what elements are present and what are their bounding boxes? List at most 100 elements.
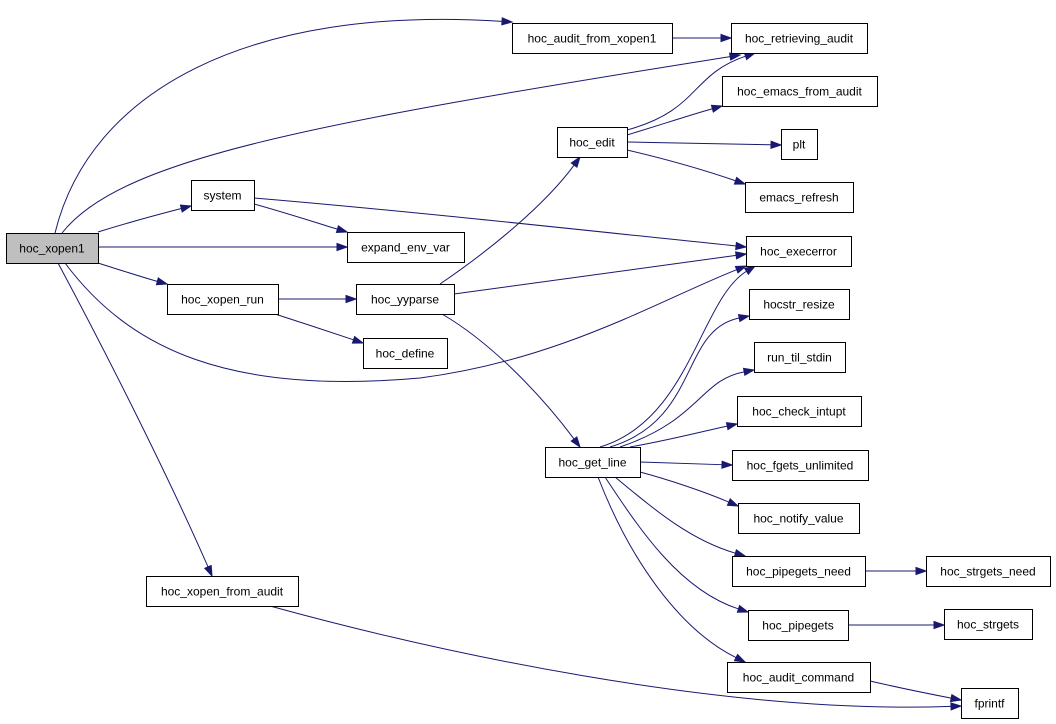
edge-line — [626, 108, 713, 136]
node-label: hoc_emacs_from_audit — [737, 85, 862, 99]
edge-hoc_xopen_run-to-hoc_yyparse — [278, 294, 358, 304]
node-label: emacs_refresh — [759, 191, 838, 205]
arrowhead — [733, 653, 747, 663]
edge-hoc_edit-to-emacs_refresh — [626, 149, 747, 185]
node-hoc-notify-value[interactable]: hoc_notify_value — [738, 503, 860, 534]
arrowhead — [950, 702, 963, 711]
edge-hoc_get_line-to-hocstr_resize — [609, 313, 751, 448]
node-label: hoc_yyparse — [371, 293, 439, 307]
node-box — [557, 127, 628, 158]
node-hoc-edit[interactable]: hoc_edit — [557, 127, 628, 158]
arrowhead — [720, 33, 733, 43]
node-plt[interactable]: plt — [781, 129, 818, 160]
edge-hoc_get_line-to-hoc_execerror — [599, 265, 757, 448]
edge-hoc_xopen1-to-hoc_xopen_from_audit — [57, 262, 213, 578]
edge-line — [61, 56, 731, 234]
edge-line — [629, 425, 728, 448]
edge-hoc_xopen1-to-hoc_retrieving_audit — [61, 52, 742, 234]
edge-line — [626, 55, 746, 131]
node-hoc-define[interactable]: hoc_define — [363, 338, 448, 369]
edge-line — [97, 208, 182, 233]
edge-hoc_yyparse-to-hoc_get_line — [441, 313, 581, 449]
node-hoc-xopen-run[interactable]: hoc_xopen_run — [167, 284, 279, 315]
node-hoc-audit-command[interactable]: hoc_audit_command — [727, 662, 871, 693]
node-label: hoc_define — [376, 347, 435, 361]
node-box — [748, 610, 849, 641]
node-label: hoc_fgets_unlimited — [747, 459, 854, 473]
node-label: hoc_xopen_run — [181, 293, 264, 307]
arrowhead — [737, 313, 751, 323]
node-emacs-refresh[interactable]: emacs_refresh — [745, 182, 854, 213]
edge-hoc_get_line-to-hoc_check_intupt — [629, 422, 739, 448]
arrowhead — [735, 251, 748, 260]
node-box — [727, 662, 871, 693]
edge-line — [441, 313, 575, 440]
edge-hoc_xopen1-to-hoc_audit_from_xopen1 — [54, 17, 514, 234]
node-hoc-xopen-from-audit[interactable]: hoc_xopen_from_audit — [146, 576, 299, 607]
edge-line — [639, 471, 729, 503]
node-box — [745, 182, 854, 213]
edge-line — [597, 476, 737, 659]
node-hoc-fgets-unlimited[interactable]: hoc_fgets_unlimited — [732, 450, 869, 481]
node-hoc-emacs-from-audit[interactable]: hoc_emacs_from_audit — [722, 76, 878, 107]
node-box — [191, 180, 255, 211]
arrowhead — [743, 265, 757, 276]
arrowhead — [710, 104, 724, 113]
node-label: hoc_retrieving_audit — [745, 32, 854, 46]
node-hoc-retrieving-audit[interactable]: hoc_retrieving_audit — [731, 23, 868, 54]
node-hoc-pipegets[interactable]: hoc_pipegets — [748, 610, 849, 641]
node-box — [944, 609, 1033, 640]
arrowhead — [203, 564, 213, 578]
edge-hoc_edit-to-plt — [626, 140, 783, 149]
node-label: hoc_edit — [569, 136, 615, 150]
node-label: expand_env_var — [361, 241, 450, 255]
node-box — [722, 76, 878, 107]
node-expand-env-var[interactable]: expand_env_var — [347, 232, 465, 263]
edge-hoc_get_line-to-run_til_stdin — [619, 367, 756, 448]
edge-line — [54, 18, 503, 234]
node-box — [737, 396, 862, 427]
node-label: hocstr_resize — [763, 298, 835, 312]
node-system[interactable]: system — [191, 180, 255, 211]
edge-hoc_edit-to-hoc_emacs_from_audit — [626, 104, 724, 136]
edge-system-to-hoc_execerror — [253, 197, 748, 251]
node-fprintf[interactable]: fprintf — [961, 688, 1019, 719]
edge-line — [639, 461, 723, 466]
edge-line — [869, 680, 952, 699]
node-hoc-audit-from-xopen1[interactable]: hoc_audit_from_xopen1 — [512, 23, 673, 54]
node-hoc-check-intupt[interactable]: hoc_check_intupt — [737, 396, 862, 427]
node-hoc-xopen1[interactable]: hoc_xopen1 — [6, 233, 99, 264]
edge-line — [57, 262, 209, 568]
arrowhead — [728, 52, 742, 61]
node-hoc-yyparse[interactable]: hoc_yyparse — [356, 284, 455, 315]
node-hoc-get-line[interactable]: hoc_get_line — [545, 447, 641, 478]
node-hoc-execerror[interactable]: hoc_execerror — [746, 236, 852, 267]
node-label: hoc_execerror — [760, 245, 837, 259]
node-hoc-pipegets-need[interactable]: hoc_pipegets_need — [732, 556, 866, 587]
node-box — [363, 338, 448, 369]
node-run-til-stdin[interactable]: run_til_stdin — [754, 342, 846, 373]
edge-line — [453, 254, 737, 295]
arrowhead — [770, 140, 783, 149]
edge-hoc_get_line-to-hoc_notify_value — [639, 471, 740, 507]
node-label: hoc_check_intupt — [752, 405, 846, 419]
nodes-layer: hoc_xopen1 hoc_audit_from_xopen1 hoc_retri… — [6, 23, 1051, 719]
node-label: run_til_stdin — [767, 351, 832, 365]
node-hoc-strgets[interactable]: hoc_strgets — [944, 609, 1033, 640]
node-box — [746, 236, 852, 267]
arrowhead — [351, 335, 365, 344]
edge-hoc_audit_from_xopen1-to-hoc_retrieving_audit — [672, 33, 733, 43]
node-label: hoc_audit_from_xopen1 — [528, 32, 657, 46]
node-label: hoc_pipegets_need — [746, 565, 851, 579]
arrowhead — [734, 265, 748, 274]
node-box — [732, 450, 869, 481]
node-hocstr-resize[interactable]: hocstr_resize — [749, 289, 850, 320]
edge-hoc_yyparse-to-hoc_edit — [439, 155, 581, 285]
arrowhead — [336, 242, 349, 252]
node-hoc-strgets-need[interactable]: hoc_strgets_need — [926, 556, 1051, 587]
edge-line — [253, 197, 737, 247]
edge-line — [619, 371, 745, 448]
node-box — [961, 688, 1019, 719]
node-box — [356, 284, 455, 315]
